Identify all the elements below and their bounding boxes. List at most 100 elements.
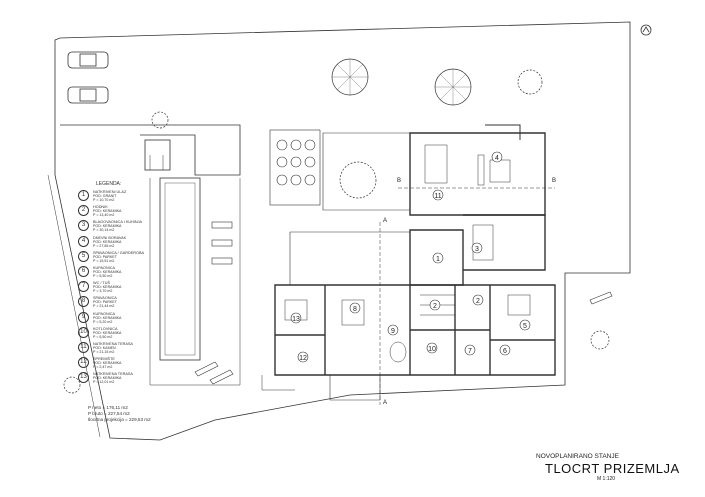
drawing-scale: M 1:120 (597, 476, 616, 482)
room-area: P = 15,51 m2 (93, 258, 115, 263)
room-number-badge: 5 (78, 250, 89, 262)
room-number: 1 (436, 256, 440, 263)
room-number: 7 (468, 348, 472, 355)
legend-item-text: HODNIK POD: KERAMIKA P = 13,40 m2 (93, 205, 121, 217)
room-name: KOTLOVNICA (93, 326, 118, 331)
legend-item-text: WC / TUŠ POD: KERAMIKA P = 3,70 m2 (93, 281, 121, 293)
legend-item: 9 KUPAONICA POD: KERAMIKA P = 5,20 m2 (78, 311, 158, 324)
room-area: P = 2,47 m2 (93, 365, 113, 370)
legend-item-text: KUPAONICA POD: KERAMIKA P = 5,20 m2 (93, 312, 121, 324)
house-walls (274, 124, 556, 401)
room-area: P = 3,70 m2 (93, 289, 113, 294)
room-number: 11 (434, 193, 441, 200)
room-area: P = 5,50 m2 (93, 334, 113, 339)
room-number-badge: 2 (78, 205, 89, 217)
room-number: 2 (433, 303, 437, 310)
driveway (60, 124, 241, 176)
legend-title: LEGENDA: (96, 181, 122, 187)
legend-item-text: NATKRIVENA TERASA POD: KAMEN P = 21,15 m… (93, 342, 133, 354)
car-icon (67, 51, 109, 104)
room-area: P = 12,01 m2 (93, 380, 115, 385)
room-number-badge: 8 (78, 296, 89, 308)
legend-item: 10 KOTLOVNICA POD: KERAMIKA P = 5,50 m2 (78, 326, 158, 339)
drawing-subtitle: NOVOPLANIRANO STANJE (536, 453, 619, 460)
legend-item: 6 KUPAONICA POD: KERAMIKA P = 5,50 m2 (78, 265, 158, 278)
section-mark-a-bottom: A (383, 400, 388, 406)
room-name: NATKRIVENA TERASA (93, 372, 133, 377)
legend: LEGENDA: 1 NATKRIVENI ULAZ POD: GRANIT P… (78, 182, 158, 387)
planter-grid (269, 129, 321, 206)
legend-item: 7 WC / TUŠ POD: KERAMIKA P = 3,70 m2 (78, 281, 158, 293)
legend-item-text: BLAGOVAONICA I KUHINJA POD: KERAMIKA P =… (93, 220, 142, 232)
room-number-badge: 12 (78, 357, 89, 369)
north-arrow-icon (640, 24, 652, 36)
room-floor: POD: PARKET (93, 300, 117, 305)
legend-item-text: DNEVNI BORAVAK POD: KERAMIKA P = 27,85 m… (93, 236, 126, 248)
room-floor: POD: PARKET (93, 254, 117, 259)
room-number: 8 (353, 306, 357, 313)
room-name: SPAVAONICA / GARDEROBA (93, 250, 145, 255)
room-number: 6 (503, 348, 507, 355)
room-number-badge: 3 (78, 220, 89, 232)
room-name: KUPAONICA (93, 311, 116, 316)
room-floor: POD: KERAMIKA (93, 315, 122, 320)
room-number: 12 (299, 355, 307, 362)
legend-item: 12 SPREMIŠTE POD: KERAMIKA P = 2,47 m2 (78, 357, 158, 369)
room-name: DNEVNI BORAVAK (93, 235, 127, 240)
room-number-badge: 10 (78, 326, 89, 338)
room-floor: POD: KERAMIKA (93, 239, 122, 244)
room-floor: POD: KERAMIKA (93, 376, 122, 381)
room-number-markers (290, 151, 531, 363)
area-totals: P neto = 176,11 m2 P bruto = 227,54 m2 t… (88, 405, 151, 423)
room-floor: POD: KERAMIKA (93, 285, 122, 290)
section-mark-a-top: A (383, 218, 388, 224)
room-number-badge: 13 (78, 372, 89, 384)
pool (149, 177, 241, 386)
room-name: WC / TUŠ (93, 281, 111, 286)
gross-area: P bruto = 227,54 m2 (88, 411, 130, 416)
room-number-badge: 9 (78, 311, 89, 323)
legend-item: 3 BLAGOVAONICA I KUHINJA POD: KERAMIKA P… (78, 220, 158, 232)
legend-items: 1 NATKRIVENI ULAZ POD: GRANIT P = 10,70 … (78, 190, 158, 384)
room-area: P = 13,40 m2 (93, 213, 115, 218)
net-area: P neto = 176,11 m2 (88, 405, 128, 410)
room-number-badge: 11 (78, 341, 89, 353)
section-mark-b-right: B (552, 178, 557, 184)
room-name: SPREMIŠTE (93, 357, 115, 362)
legend-item: 1 NATKRIVENI ULAZ POD: GRANIT P = 10,70 … (78, 190, 158, 202)
legend-item: 13 NATKRIVENA TERASA POD: KERAMIKA P = 1… (78, 372, 158, 384)
room-number: 3 (475, 246, 479, 253)
furniture (261, 144, 531, 391)
legend-item-text: SPAVAONICA POD: PARKET P = 21,44 m2 (93, 296, 117, 308)
room-area: P = 10,70 m2 (93, 198, 115, 202)
room-number: 5 (523, 323, 527, 330)
room-floor: POD: KERAMIKA (93, 361, 122, 366)
room-area: P = 21,15 m2 (93, 349, 115, 354)
room-number: 9 (391, 328, 395, 335)
legend-item-text: KUPAONICA POD: KERAMIKA P = 5,50 m2 (93, 266, 121, 278)
legend-item-text: SPAVAONICA / GARDEROBA POD: PARKET P = 1… (93, 251, 144, 263)
legend-item: 4 DNEVNI BORAVAK POD: KERAMIKA P = 27,85… (78, 235, 158, 248)
room-number: 4 (495, 155, 499, 162)
room-area: P = 5,20 m2 (93, 319, 113, 324)
legend-item-text: NATKRIVENI ULAZ POD: GRANIT P = 10,70 m2 (93, 190, 126, 202)
room-number-badge: 1 (78, 190, 89, 201)
legend-item-text: KOTLOVNICA POD: KERAMIKA P = 5,50 m2 (93, 327, 121, 339)
lot-boundary (54, 21, 631, 441)
drawing-title: TLOCRT PRIZEMLJA (545, 461, 680, 476)
room-name: NATKRIVENI ULAZ (93, 190, 127, 194)
tree-icon (63, 58, 610, 394)
room-area: P = 21,44 m2 (93, 304, 115, 309)
room-number-badge: 4 (78, 235, 89, 247)
room-name: HODNIK (93, 205, 108, 210)
room-name: SPAVAONICA (93, 296, 117, 301)
projection-area: tlocrtna projekcija = 229,53 m2 (88, 417, 151, 422)
room-number: 2 (476, 298, 480, 305)
legend-item-text: NATKRIVENA TERASA POD: KERAMIKA P = 12,0… (93, 372, 133, 384)
legend-item: 2 HODNIK POD: KERAMIKA P = 13,40 m2 (78, 205, 158, 217)
room-number-badge: 7 (78, 281, 89, 293)
room-area: P = 5,50 m2 (93, 273, 113, 278)
legend-item: 5 SPAVAONICA / GARDEROBA POD: PARKET P =… (78, 250, 158, 263)
